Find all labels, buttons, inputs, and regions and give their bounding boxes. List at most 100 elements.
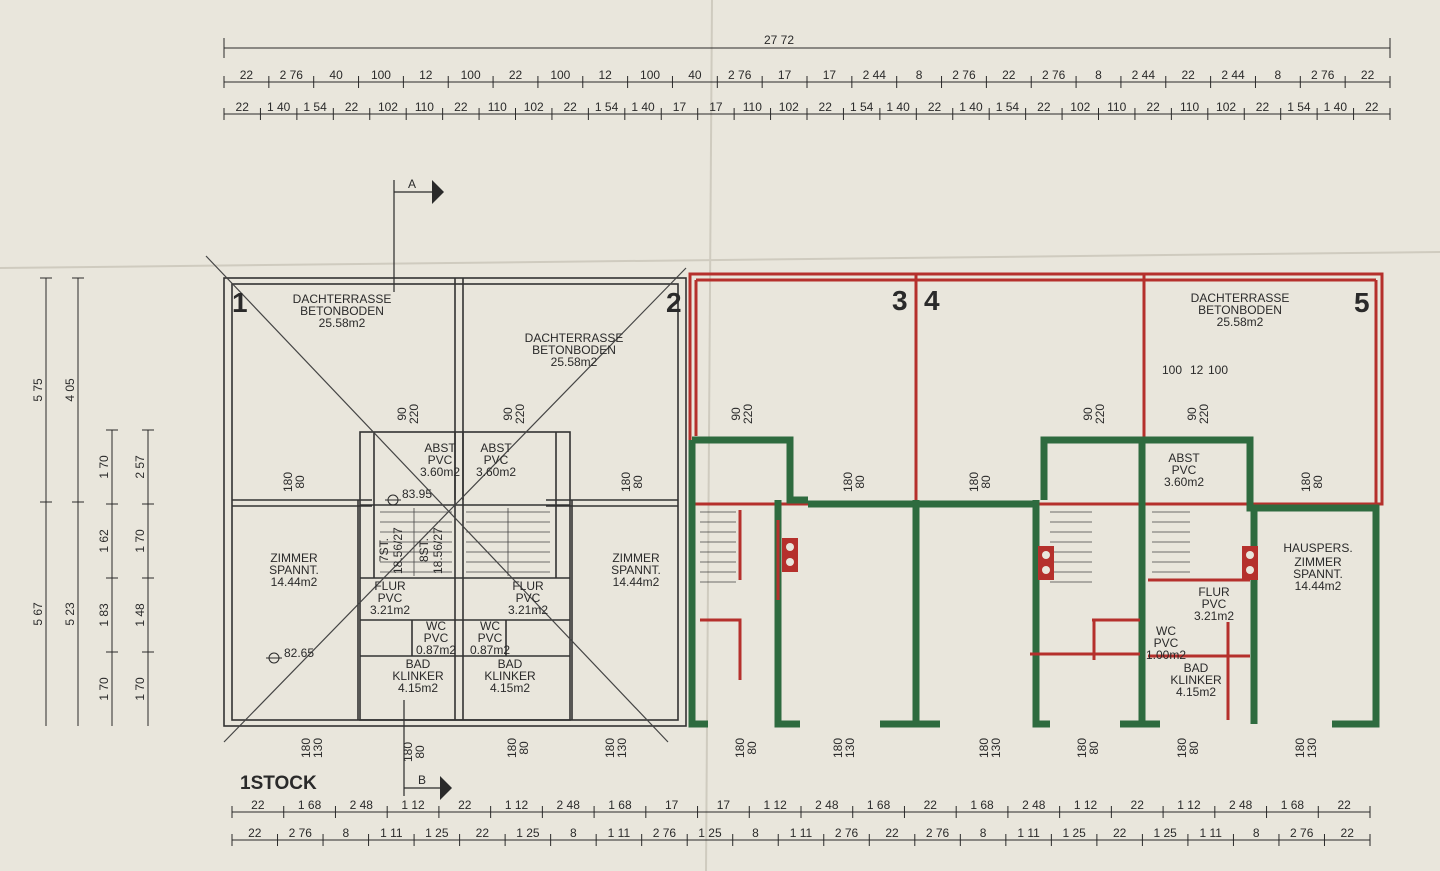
window-note-14-0: 180: [401, 742, 415, 762]
room-wc5-line-1: PVC: [1154, 636, 1179, 650]
room-terrace1-line-1: BETONBODEN: [300, 304, 384, 318]
window-note-2-1: 80: [853, 475, 867, 489]
unit-number-1: 1: [232, 287, 248, 318]
room-terrace1-line-2: 25.58m2: [319, 316, 366, 330]
level-mark-1: 83.95: [385, 487, 432, 506]
dim-top-1-19: 8: [1095, 68, 1102, 82]
room-zimmer2-line-0: ZIMMER: [612, 551, 660, 565]
room-terrace1-line-0: DACHTERRASSE: [293, 292, 392, 306]
dim-bottom-1-2: 2 48: [350, 798, 374, 812]
window-note-14-1: 80: [413, 745, 427, 759]
dim-top-1-18: 2 76: [1042, 68, 1066, 82]
window-note-19-0: 90: [1185, 407, 1199, 421]
dim-top-1-13: 17: [823, 68, 837, 82]
window-note-3-0: 180: [967, 472, 981, 492]
dim-bottom-2-8: 1 11: [608, 826, 631, 840]
dim-bottom-1-13: 22: [924, 798, 938, 812]
window-note-13-0: 180: [1293, 738, 1307, 758]
room-terrace5-line-1: BETONBODEN: [1198, 303, 1282, 317]
duct-shafts: [782, 538, 1258, 580]
stairs-units-1-2: [380, 508, 550, 576]
dim-top-1-17: 22: [1002, 68, 1016, 82]
dim-bottom-2-16: 8: [980, 826, 987, 840]
dim-top-1-2: 40: [329, 68, 343, 82]
dim-top-1-24: 2 76: [1311, 68, 1335, 82]
room-zimmer1-line-1: SPANNT.: [269, 563, 319, 577]
dim-bottom-1-10: 1 12: [763, 798, 787, 812]
dim-top-1-15: 8: [916, 68, 923, 82]
window-note-15-0: 90: [395, 407, 409, 421]
unit-number-4: 4: [924, 285, 940, 316]
dim-top-2-29: 1 54: [1287, 100, 1311, 114]
dim-top-1-9: 100: [640, 68, 660, 82]
window-note-3-1: 80: [979, 475, 993, 489]
dim-bottom-2-19: 22: [1113, 826, 1127, 840]
dim-bottom-2-24: 22: [1341, 826, 1355, 840]
dim-left-2-2: 1 83: [97, 603, 111, 627]
dim-top-2-7: 110: [488, 100, 507, 114]
dim-bottom-1-8: 17: [665, 798, 679, 812]
window-note-4-0: 180: [1299, 472, 1313, 492]
dim-top-2-0: 22: [236, 100, 250, 114]
room-bad1-line-0: BAD: [406, 657, 431, 671]
dim-top-2-9: 22: [563, 100, 577, 114]
room-zimmer5-line-2: 14.44m2: [1295, 579, 1342, 593]
dim-left-1-0: 4 05: [63, 378, 77, 402]
dim-top-2-15: 102: [779, 100, 799, 114]
dim-bottom-2-9: 2 76: [653, 826, 677, 840]
dim-top-2-11: 1 40: [631, 100, 655, 114]
window-note-16-0: 90: [501, 407, 515, 421]
room-bad5-line-0: BAD: [1184, 661, 1209, 675]
room-wc1-line-0: WC: [426, 619, 446, 633]
room-zimmer5-line-0: ZIMMER: [1294, 555, 1342, 569]
dim-top-2-6: 22: [454, 100, 468, 114]
dim-top-1-0: 22: [240, 68, 254, 82]
dim-bottom-2-12: 1 11: [790, 826, 813, 840]
dim-top-2-30: 1 40: [1324, 100, 1348, 114]
room-flur5-line-0: FLUR: [1198, 585, 1230, 599]
room-zimmer5-note: HAUSPERS.: [1283, 541, 1352, 555]
room-abst2-line-2: 3.60m2: [476, 465, 516, 479]
room-bad2-line-1: KLINKER: [484, 669, 536, 683]
room-bad2-line-2: 4.15m2: [490, 681, 530, 695]
room-wc5-line-0: WC: [1156, 624, 1176, 638]
window-note-11-1: 80: [1087, 741, 1101, 755]
dim-top-2-22: 22: [1037, 100, 1051, 114]
dim-bottom-2-11: 8: [752, 826, 759, 840]
window-note-16-1: 220: [513, 404, 527, 424]
dim-top-2-24: 110: [1107, 100, 1126, 114]
dim-top-1-14: 2 44: [863, 68, 887, 82]
room-terrace2-line-2: 25.58m2: [551, 355, 598, 369]
dim-bottom-1-5: 1 12: [505, 798, 529, 812]
dim-top-1-20: 2 44: [1132, 68, 1156, 82]
dim-top-2-19: 22: [928, 100, 942, 114]
room-bad5-line-2: 4.15m2: [1176, 685, 1216, 699]
dim-top-2-13: 17: [709, 100, 723, 114]
dim-top-2-26: 110: [1180, 100, 1199, 114]
stair-note-3: 8ST.: [417, 538, 431, 562]
room-flur2-line-2: 3.21m2: [508, 603, 548, 617]
dim-bottom-1-4: 22: [458, 798, 472, 812]
dim-bottom-1-19: 2 48: [1229, 798, 1253, 812]
dim-top-1-22: 2 44: [1221, 68, 1245, 82]
dim-top-2-21: 1 54: [996, 100, 1020, 114]
dim-bottom-2-6: 1 25: [516, 826, 540, 840]
window-note-5-1: 130: [311, 738, 325, 758]
room-flur5-line-1: PVC: [1202, 597, 1227, 611]
dim-bottom-2-2: 8: [342, 826, 349, 840]
room-flur1-line-0: FLUR: [374, 579, 406, 593]
dim-bottom-2-1: 2 76: [289, 826, 313, 840]
dim-left-3-2: 1 48: [133, 603, 147, 627]
room-flur2-line-1: PVC: [516, 591, 541, 605]
dim-top-2-23: 102: [1070, 100, 1090, 114]
dim-left-3-0: 2 57: [133, 455, 147, 479]
dim-top-2-16: 22: [819, 100, 833, 114]
units-3-5-new-walls: [688, 436, 1380, 728]
window-note-10-1: 130: [989, 738, 1003, 758]
room-wc2-line-2: 0.87m2: [470, 643, 510, 657]
window-note-5-0: 180: [299, 738, 313, 758]
room-bad2-line-0: BAD: [498, 657, 523, 671]
dim-top-2-2: 1 54: [303, 100, 327, 114]
